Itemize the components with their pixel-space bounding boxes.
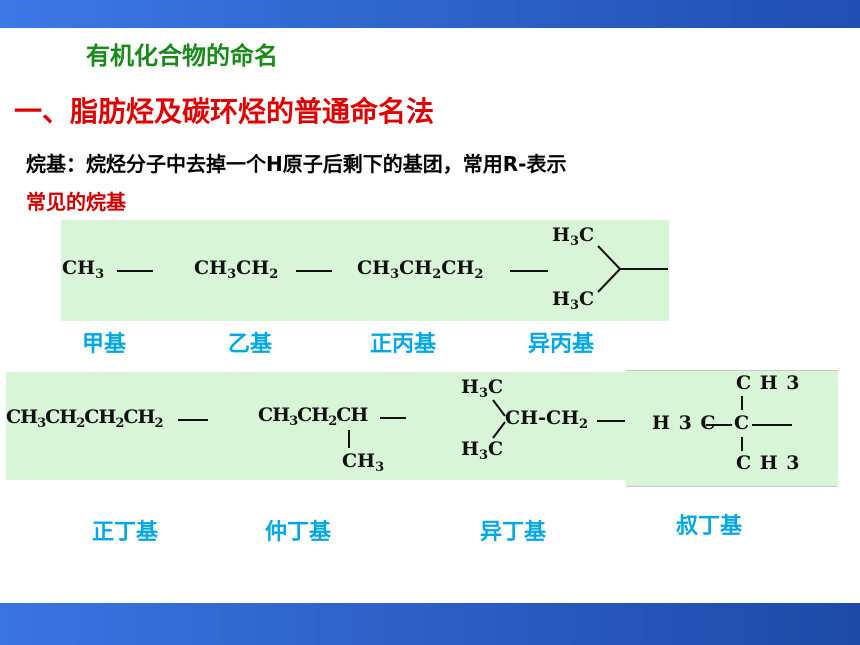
section-heading: 一、脂肪烃及碳环烃的普通命名法 <box>14 95 435 128</box>
tertbutyl-bottom-bond <box>741 437 743 451</box>
row1-panel <box>61 220 669 321</box>
tertbutyl-right-bond <box>752 424 792 426</box>
label-methyl: 甲基 <box>82 332 127 357</box>
tertbutyl-left: H 3 C <box>652 412 717 434</box>
definition-text: 烷基：烷烃分子中去掉一个H原子后剩下的基团，常用R-表示 <box>26 152 567 176</box>
label-secbutyl: 仲丁基 <box>265 520 332 545</box>
isobutyl-top: H3C <box>461 376 504 401</box>
tertbutyl-top: C H 3 <box>736 372 801 394</box>
subheading-text: 常见的烷基 <box>26 190 126 214</box>
ethyl-formula: CH3CH2 <box>194 257 279 282</box>
label-butyl: 正丁基 <box>92 520 159 545</box>
ethyl-bond <box>296 270 332 272</box>
tertbutyl-left-bond <box>706 424 732 426</box>
bottom-banner <box>0 603 860 645</box>
secbutyl-bond <box>380 417 406 419</box>
slide-title: 有机化合物的命名 <box>86 42 278 70</box>
secbutyl-branch-bond <box>348 430 350 448</box>
butyl-formula: CH3CH2CH2CH2 <box>6 406 164 431</box>
label-isobutyl: 异丁基 <box>480 520 547 545</box>
isopropyl-bonds <box>597 245 668 293</box>
row2-panel <box>6 372 626 480</box>
secbutyl-branch: CH3 <box>342 450 385 475</box>
propyl-bond <box>510 270 548 272</box>
isopropyl-bottom: H3C <box>552 288 595 313</box>
label-tertbutyl: 叔丁基 <box>676 514 743 539</box>
isobutyl-bond <box>597 420 625 422</box>
tertbutyl-bottom: C H 3 <box>736 452 801 474</box>
isopropyl-top: H3C <box>552 224 595 249</box>
tertbutyl-top-bond <box>741 396 743 410</box>
isobutyl-branch-bonds <box>492 399 506 439</box>
secbutyl-formula: CH3CH2CH <box>258 404 368 429</box>
tertbutyl-panel <box>626 370 838 487</box>
top-banner <box>0 0 860 28</box>
isobutyl-bottom: H3C <box>461 438 504 463</box>
label-propyl: 正丙基 <box>370 332 437 357</box>
methyl-formula: CH3 <box>62 257 105 282</box>
isobutyl-chain: CH-CH2 <box>505 407 589 432</box>
methyl-bond <box>117 270 153 272</box>
propyl-formula: CH3CH2CH2 <box>357 257 484 282</box>
label-isopropyl: 异丙基 <box>528 332 595 357</box>
butyl-bond <box>178 419 208 421</box>
tertbutyl-center: C <box>734 412 750 434</box>
label-ethyl: 乙基 <box>228 332 273 357</box>
